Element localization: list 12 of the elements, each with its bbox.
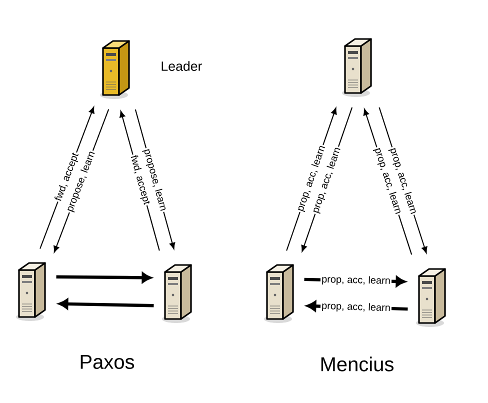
- server-drawing: [264, 264, 294, 323]
- server-drawing: [162, 264, 192, 323]
- panel-label: Paxos: [80, 355, 134, 369]
- node-caption: Leader: [162, 61, 202, 71]
- arrow: [56, 272, 152, 283]
- server-drawing: [416, 268, 446, 327]
- arrow: [58, 298, 154, 310]
- edge-label: prop, acc, learn: [320, 300, 392, 314]
- server-drawing: [16, 262, 46, 321]
- server-drawing: [342, 38, 372, 97]
- panel-label: Mencius: [321, 356, 394, 372]
- edge-label: prop, acc, learn: [320, 274, 392, 288]
